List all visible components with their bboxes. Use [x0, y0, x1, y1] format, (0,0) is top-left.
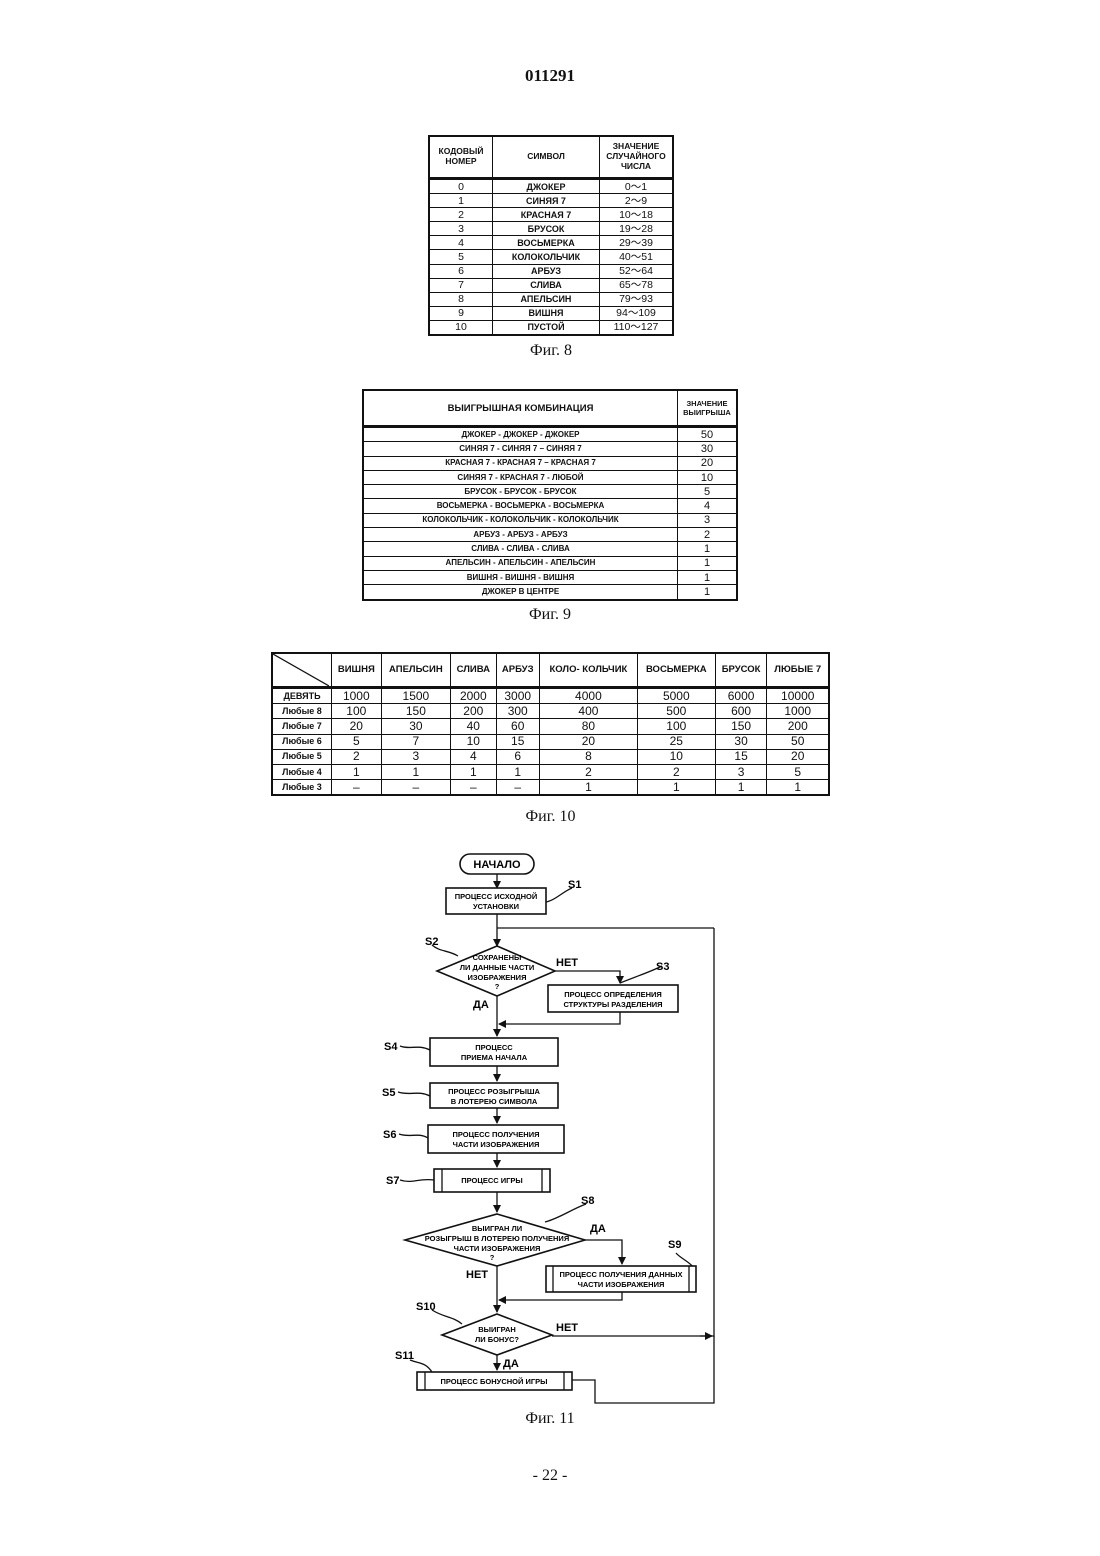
- s3-id: S3: [656, 961, 669, 973]
- s2-yes: ДА: [473, 999, 489, 1011]
- s2-line2: ЛИ ДАННЫЕ ЧАСТИ: [460, 963, 534, 972]
- s2-line3: ИЗОБРАЖЕНИЯ: [468, 973, 527, 982]
- s6-line2: ЧАСТИ ИЗОБРАЖЕНИЯ: [453, 1140, 540, 1149]
- s8-no: НЕТ: [466, 1269, 488, 1281]
- s11-id: S11: [395, 1350, 414, 1362]
- s9-id: S9: [668, 1239, 681, 1251]
- s3-line1: ПРОЦЕСС ОПРЕДЕЛЕНИЯ: [564, 990, 662, 999]
- s9-line2: ЧАСТИ ИЗОБРАЖЕНИЯ: [578, 1280, 665, 1289]
- s6-line1: ПРОЦЕСС ПОЛУЧЕНИЯ: [453, 1130, 540, 1139]
- s2-line1: СОХРАНЕНЫ: [473, 953, 522, 962]
- s5-id: S5: [382, 1087, 395, 1099]
- s1-id: S1: [568, 879, 581, 891]
- s5-line2: В ЛОТЕРЕЮ СИМВОЛА: [451, 1097, 538, 1106]
- s10-line1: ВЫИГРАН: [478, 1325, 516, 1334]
- s4-line1: ПРОЦЕСС: [475, 1043, 513, 1052]
- s9-line1: ПРОЦЕСС ПОЛУЧЕНИЯ ДАННЫХ: [560, 1270, 683, 1279]
- s3-line2: СТРУКТУРЫ РАЗДЕЛЕНИЯ: [563, 1000, 662, 1009]
- s10-no: НЕТ: [556, 1322, 578, 1334]
- s7-line1: ПРОЦЕСС ИГРЫ: [461, 1176, 523, 1185]
- s5-line1: ПРОЦЕСС РОЗЫГРЫША: [448, 1087, 540, 1096]
- s4-id: S4: [384, 1041, 398, 1053]
- s2-id: S2: [425, 936, 438, 948]
- s8-id: S8: [581, 1195, 594, 1207]
- start-label: НАЧАЛО: [473, 859, 521, 871]
- s10-id: S10: [416, 1301, 436, 1313]
- s8-line4: ?: [490, 1253, 495, 1262]
- s8-line3: ЧАСТИ ИЗОБРАЖЕНИЯ: [454, 1244, 541, 1253]
- s11-line1: ПРОЦЕСС БОНУСНОЙ ИГРЫ: [441, 1377, 548, 1386]
- s10-yes: ДА: [503, 1358, 519, 1370]
- s8-yes: ДА: [590, 1223, 606, 1235]
- s8-line2: РОЗЫГРЫШ В ЛОТЕРЕЮ ПОЛУЧЕНИЯ: [425, 1234, 569, 1243]
- s4-line2: ПРИЕМА НАЧАЛА: [461, 1053, 528, 1062]
- s6-id: S6: [383, 1129, 396, 1141]
- s7-id: S7: [386, 1175, 399, 1187]
- s2-line4: ?: [495, 982, 500, 991]
- s2-no: НЕТ: [556, 957, 578, 969]
- page-number: - 22 -: [0, 1467, 1100, 1485]
- s10-line2: ЛИ БОНУС?: [475, 1335, 519, 1344]
- s8-line1: ВЫИГРАН ЛИ: [472, 1224, 522, 1233]
- fig11-caption: Фиг. 11: [400, 1410, 700, 1428]
- s1-line1: ПРОЦЕСС ИСХОДНОЙ: [455, 892, 538, 901]
- s1-line2: УСТАНОВКИ: [473, 902, 519, 911]
